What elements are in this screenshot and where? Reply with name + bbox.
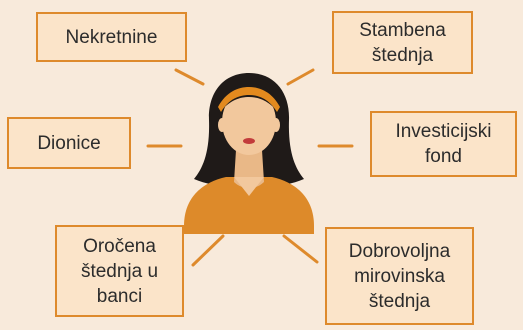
node-orocena-stednja-label: Oročena štednja u banci <box>80 235 159 307</box>
node-stambena-stednja-label: Stambena štednja <box>359 19 446 66</box>
node-dobrovoljna-stednja: Dobrovoljna mirovinska štednja <box>325 227 474 325</box>
node-dionice: Dionice <box>7 117 131 169</box>
node-investicijski-fond: Investicijski fond <box>370 111 517 177</box>
connector-dobrovoljna-stednja <box>282 234 319 264</box>
woman-avatar-icon <box>184 73 314 234</box>
node-dionice-label: Dionice <box>37 132 101 154</box>
connector-stambena-stednja <box>286 68 315 86</box>
node-nekretnine: Nekretnine <box>36 12 187 62</box>
node-investicijski-fond-label: Investicijski fond <box>395 121 492 167</box>
node-orocena-stednja: Oročena štednja u banci <box>55 225 184 317</box>
node-stambena-stednja: Stambena štednja <box>332 11 473 74</box>
connector-orocena-stednja <box>191 234 225 267</box>
node-dobrovoljna-stednja-label: Dobrovoljna mirovinska štednja <box>348 240 451 312</box>
connector-nekretnine <box>174 68 205 86</box>
node-nekretnine-label: Nekretnine <box>65 26 158 48</box>
